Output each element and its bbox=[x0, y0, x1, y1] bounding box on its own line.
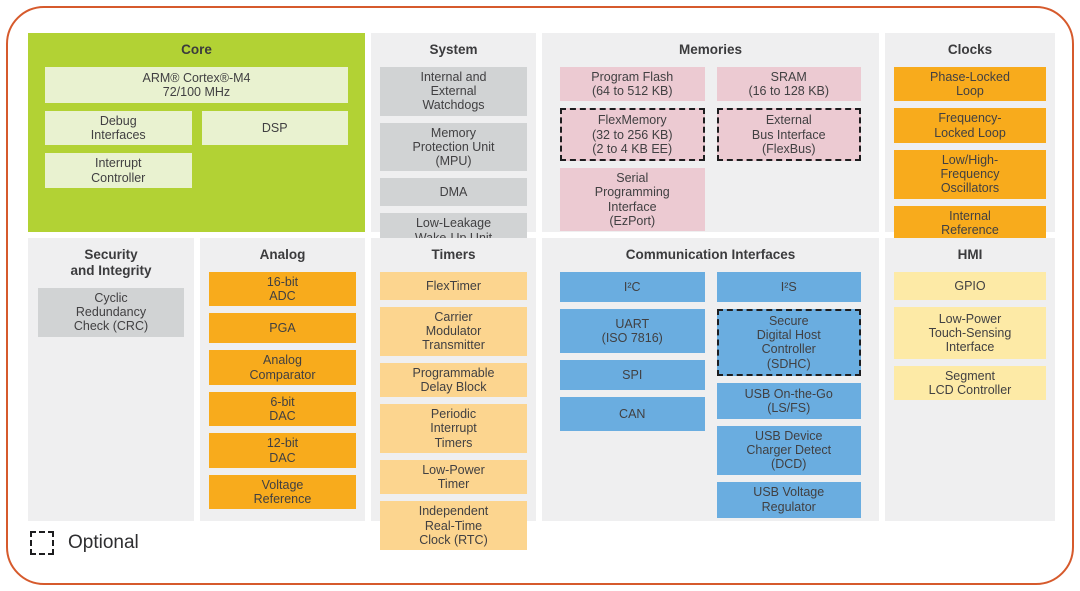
block-usb-otg: USB On-the-Go (LS/FS) bbox=[716, 382, 861, 419]
block-flexbus: External Bus Interface (FlexBus) bbox=[716, 108, 861, 162]
panel-system-title: System bbox=[429, 42, 478, 57]
communication-col2: I²S Secure Digital Host Controller (SDHC… bbox=[716, 271, 861, 518]
memories-blocks: Program Flash (64 to 512 KB) FlexMemory … bbox=[542, 66, 879, 232]
panel-communication: Communication Interfaces I²C UART (ISO 7… bbox=[542, 238, 879, 521]
legend-label: Optional bbox=[68, 532, 139, 553]
block-periodic-interrupt-timers: Periodic Interrupt Timers bbox=[380, 404, 527, 453]
panel-clocks: Clocks Phase-Locked Loop Frequency- Lock… bbox=[885, 33, 1055, 255]
block-mpu: Memory Protection Unit (MPU) bbox=[380, 122, 527, 172]
block-segment-lcd: Segment LCD Controller bbox=[894, 365, 1046, 401]
memories-col1: Program Flash (64 to 512 KB) FlexMemory … bbox=[560, 66, 705, 232]
panel-core: Core ARM® Cortex®-M4 72/100 MHz Debug In… bbox=[28, 33, 365, 232]
panel-timers-title: Timers bbox=[431, 247, 476, 262]
block-watchdogs: Internal and External Watchdogs bbox=[380, 66, 527, 116]
block-interrupt-controller: Interrupt Controller bbox=[45, 153, 192, 188]
block-sram: SRAM (16 to 128 KB) bbox=[716, 66, 861, 102]
block-usb-voltage-regulator: USB Voltage Regulator bbox=[716, 481, 861, 518]
block-6bit-dac: 6-bit DAC bbox=[209, 391, 356, 427]
block-spi: SPI bbox=[560, 359, 705, 390]
block-arm-cortex-m4: ARM® Cortex®-M4 72/100 MHz bbox=[45, 66, 348, 103]
panel-timers: Timers FlexTimer Carrier Modulator Trans… bbox=[371, 238, 536, 551]
block-debug-interfaces: Debug Interfaces bbox=[45, 110, 192, 146]
panel-analog-title: Analog bbox=[259, 247, 306, 262]
block-12bit-dac: 12-bit DAC bbox=[209, 433, 356, 468]
block-uart: UART (ISO 7816) bbox=[560, 308, 705, 353]
block-can: CAN bbox=[560, 396, 705, 431]
block-16bit-adc: 16-bit ADC bbox=[209, 271, 356, 307]
block-rtc: Independent Real-Time Clock (RTC) bbox=[380, 501, 527, 551]
block-i2s: I²S bbox=[716, 271, 861, 302]
core-blocks: ARM® Cortex®-M4 72/100 MHz Debug Interfa… bbox=[28, 66, 365, 188]
block-flexmemory: FlexMemory (32 to 256 KB) (2 to 4 KB EE) bbox=[560, 108, 705, 162]
block-carrier-modulator-transmitter: Carrier Modulator Transmitter bbox=[380, 306, 527, 356]
block-gpio: GPIO bbox=[894, 271, 1046, 300]
block-i2c: I²C bbox=[560, 271, 705, 302]
block-crc: Cyclic Redundancy Check (CRC) bbox=[38, 287, 184, 337]
panel-memories-title: Memories bbox=[678, 42, 743, 57]
block-fll: Frequency- Locked Loop bbox=[894, 108, 1046, 143]
dashed-box-icon bbox=[30, 531, 54, 555]
block-analog-comparator: Analog Comparator bbox=[209, 350, 356, 385]
mcu-block-diagram: Core ARM® Cortex®-M4 72/100 MHz Debug In… bbox=[28, 33, 1055, 551]
panel-clocks-title: Clocks bbox=[947, 42, 993, 57]
memories-col2: SRAM (16 to 128 KB) External Bus Interfa… bbox=[716, 66, 861, 162]
block-flextimer: FlexTimer bbox=[380, 271, 527, 300]
panel-analog: Analog 16-bit ADC PGA Analog Comparator … bbox=[200, 238, 365, 521]
block-voltage-reference: Voltage Reference bbox=[209, 474, 356, 510]
security-blocks: Cyclic Redundancy Check (CRC) bbox=[28, 287, 194, 337]
block-touch-sensing: Low-Power Touch-Sensing Interface bbox=[894, 306, 1046, 359]
block-low-power-timer: Low-Power Timer bbox=[380, 459, 527, 495]
block-dma: DMA bbox=[380, 178, 527, 207]
block-usb-dcd: USB Device Charger Detect (DCD) bbox=[716, 425, 861, 475]
panel-security-title: Security and Integrity bbox=[70, 247, 152, 278]
panel-system: System Internal and External Watchdogs M… bbox=[371, 33, 536, 248]
panel-hmi-title: HMI bbox=[957, 247, 983, 262]
panel-communication-title: Communication Interfaces bbox=[625, 247, 796, 262]
block-pga: PGA bbox=[209, 313, 356, 344]
communication-blocks: I²C UART (ISO 7816) SPI CAN I²S Secure D… bbox=[542, 271, 879, 518]
block-program-flash: Program Flash (64 to 512 KB) bbox=[560, 66, 705, 102]
clocks-blocks: Phase-Locked Loop Frequency- Locked Loop… bbox=[885, 66, 1055, 255]
panel-hmi: HMI GPIO Low-Power Touch-Sensing Interfa… bbox=[885, 238, 1055, 521]
block-sdhc: Secure Digital Host Controller (SDHC) bbox=[716, 308, 861, 376]
analog-blocks: 16-bit ADC PGA Analog Comparator 6-bit D… bbox=[200, 271, 365, 510]
panel-memories: Memories Program Flash (64 to 512 KB) Fl… bbox=[542, 33, 879, 232]
legend-optional: Optional bbox=[30, 531, 139, 555]
block-dsp: DSP bbox=[201, 110, 348, 146]
panel-security: Security and Integrity Cyclic Redundancy… bbox=[28, 238, 194, 521]
block-pll: Phase-Locked Loop bbox=[894, 66, 1046, 102]
system-blocks: Internal and External Watchdogs Memory P… bbox=[371, 66, 536, 248]
panel-core-title: Core bbox=[181, 42, 212, 57]
block-ezport: Serial Programming Interface (EzPort) bbox=[560, 168, 705, 232]
communication-col1: I²C UART (ISO 7816) SPI CAN bbox=[560, 271, 705, 431]
block-oscillators: Low/High- Frequency Oscillators bbox=[894, 149, 1046, 199]
hmi-blocks: GPIO Low-Power Touch-Sensing Interface S… bbox=[885, 271, 1055, 401]
block-programmable-delay-block: Programmable Delay Block bbox=[380, 362, 527, 398]
timers-blocks: FlexTimer Carrier Modulator Transmitter … bbox=[371, 271, 536, 551]
